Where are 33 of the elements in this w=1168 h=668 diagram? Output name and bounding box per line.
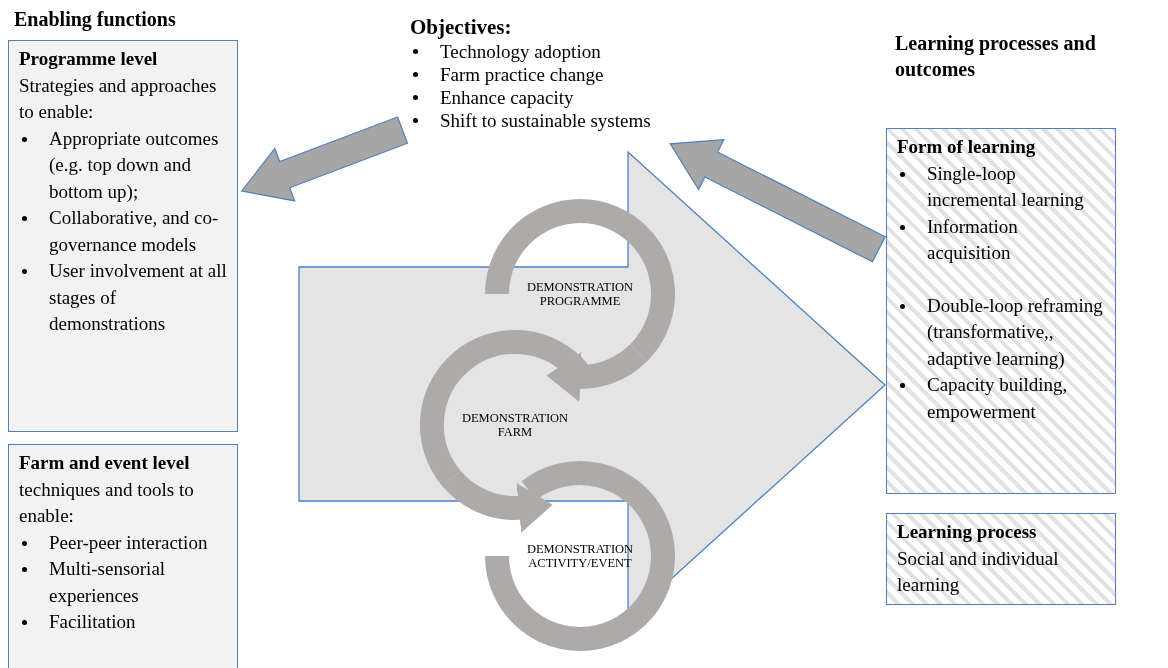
list-item: Technology adoption xyxy=(440,41,601,62)
list-item: Capacity building, empowerment xyxy=(927,374,1068,422)
list-item: Shift to sustainable systems xyxy=(440,110,651,131)
box-heading: Objectives: xyxy=(410,14,513,40)
section-heading: Enabling functions xyxy=(14,7,177,32)
cycle-label: DEMONSTRATION PROGRAMME xyxy=(525,280,635,308)
list-item: Double-loop reframing (transformative,, adaptive learning) xyxy=(927,294,1103,369)
list-item: Farm practice change xyxy=(440,64,604,85)
box-text: Social and individual learning xyxy=(897,546,1060,597)
block-arrow xyxy=(669,138,886,263)
text-box xyxy=(8,40,238,432)
box-text: Strategies and approaches to enable: xyxy=(19,73,218,124)
list-item: User involvement at all stages of demonstrations xyxy=(49,260,227,334)
section-heading: Learning processes and outcomes xyxy=(895,31,1097,82)
box-heading: Form of learning xyxy=(897,135,1037,159)
curved-arrow xyxy=(546,343,647,402)
text-box xyxy=(8,444,238,668)
cycle-label: DEMONSTRATION ACTIVITY/EVENT xyxy=(525,542,635,570)
block-arrow xyxy=(240,116,409,202)
list-item: Collaborative, and co-governance models xyxy=(49,207,219,255)
cycle-label: DEMONSTRATION FARM xyxy=(460,411,570,439)
text-box xyxy=(886,128,1116,494)
list-item: Enhance capacity xyxy=(440,87,574,108)
list-item: Multi-sensorial experiences xyxy=(49,558,166,606)
box-heading: Farm and event level techniques and tools to enable: xyxy=(19,451,195,528)
box-heading: Learning process xyxy=(897,520,1038,544)
list-item: Information acquisition xyxy=(927,215,1018,263)
list-item: Peer-peer interaction xyxy=(49,531,208,553)
list-item: Single-loop incremental learning xyxy=(927,162,1084,210)
list-item: Facilitation xyxy=(49,611,136,632)
list-item: Appropriate outcomes (e.g. top down and bottom up); xyxy=(49,127,219,202)
box-heading: Programme level xyxy=(19,47,159,71)
text-box xyxy=(886,513,1116,605)
